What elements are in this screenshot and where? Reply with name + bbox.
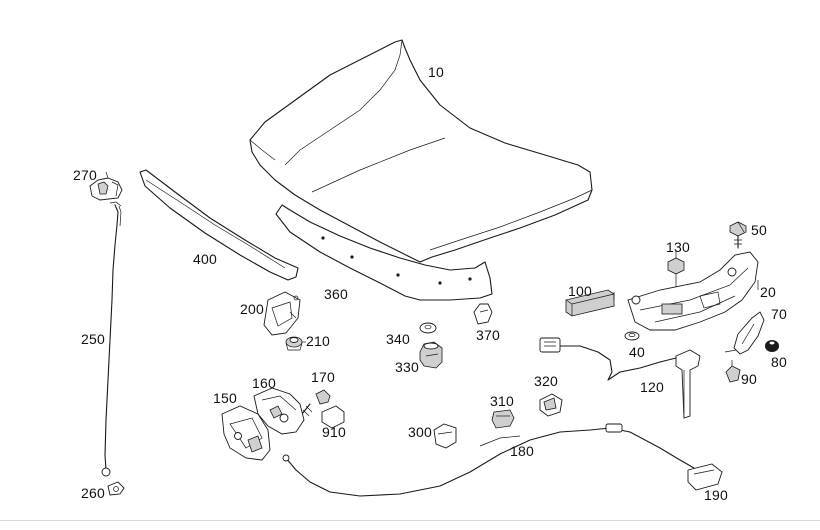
grommet-300: [433, 423, 457, 449]
part-label-150: 150: [213, 390, 237, 406]
clip-90: [725, 360, 741, 383]
latch-housing-160: [253, 387, 305, 435]
part-label-170: 170: [311, 369, 335, 385]
part-label-190: 190: [704, 487, 728, 503]
part-label-360: 360: [324, 286, 348, 302]
clip-370: [473, 303, 493, 325]
bottom-divider: [0, 520, 820, 521]
part-label-400: 400: [193, 251, 217, 267]
part-label-340: 340: [386, 331, 410, 347]
holder-320: [539, 393, 563, 417]
spacer-910: [321, 405, 345, 429]
screw-50: [729, 221, 747, 249]
part-label-210: 210: [306, 333, 330, 349]
hook-70: [724, 311, 765, 355]
part-label-320: 320: [534, 373, 558, 389]
stop-80: [765, 340, 779, 352]
bolt-170: [301, 389, 331, 417]
part-label-270: 270: [73, 167, 97, 183]
part-label-910: 910: [322, 424, 346, 440]
latch-assembly-20: [627, 251, 759, 331]
bracket-270: [89, 177, 123, 201]
support-rod: [101, 201, 122, 477]
washer-40: [624, 331, 640, 341]
part-label-130: 130: [666, 239, 690, 255]
part-label-10: 10: [428, 64, 444, 80]
part-label-70: 70: [771, 306, 787, 322]
part-label-120: 120: [640, 379, 664, 395]
lock-150: [221, 405, 271, 461]
part-label-370: 370: [476, 327, 500, 343]
part-label-80: 80: [771, 354, 787, 370]
part-label-300: 300: [408, 424, 432, 440]
bracket-200: [263, 291, 301, 336]
part-label-310: 310: [490, 393, 514, 409]
washer-340: [419, 322, 437, 334]
part-label-20: 20: [760, 284, 776, 300]
part-label-180: 180: [510, 443, 534, 459]
leader-lines: [105, 171, 759, 343]
hood-panel: [249, 39, 593, 263]
part-label-90: 90: [741, 371, 757, 387]
pad-100: [565, 289, 615, 317]
grommet-210: [285, 336, 303, 351]
hood-insulation: [275, 204, 493, 301]
part-label-250: 250: [81, 331, 105, 347]
part-label-160: 160: [252, 375, 276, 391]
clip-260: [107, 481, 125, 496]
seal-strip: [139, 169, 299, 281]
wiring-harness: [539, 337, 677, 381]
part-label-260: 260: [81, 485, 105, 501]
part-label-50: 50: [751, 222, 767, 238]
part-label-330: 330: [395, 359, 419, 375]
release-handle-190: [687, 463, 723, 491]
release-cable: [282, 423, 695, 497]
switch-sensor: [675, 349, 701, 419]
part-label-40: 40: [629, 344, 645, 360]
clip-310: [491, 409, 515, 429]
part-label-100: 100: [568, 283, 592, 299]
part-label-200: 200: [240, 301, 264, 317]
buffer-330: [419, 341, 443, 369]
